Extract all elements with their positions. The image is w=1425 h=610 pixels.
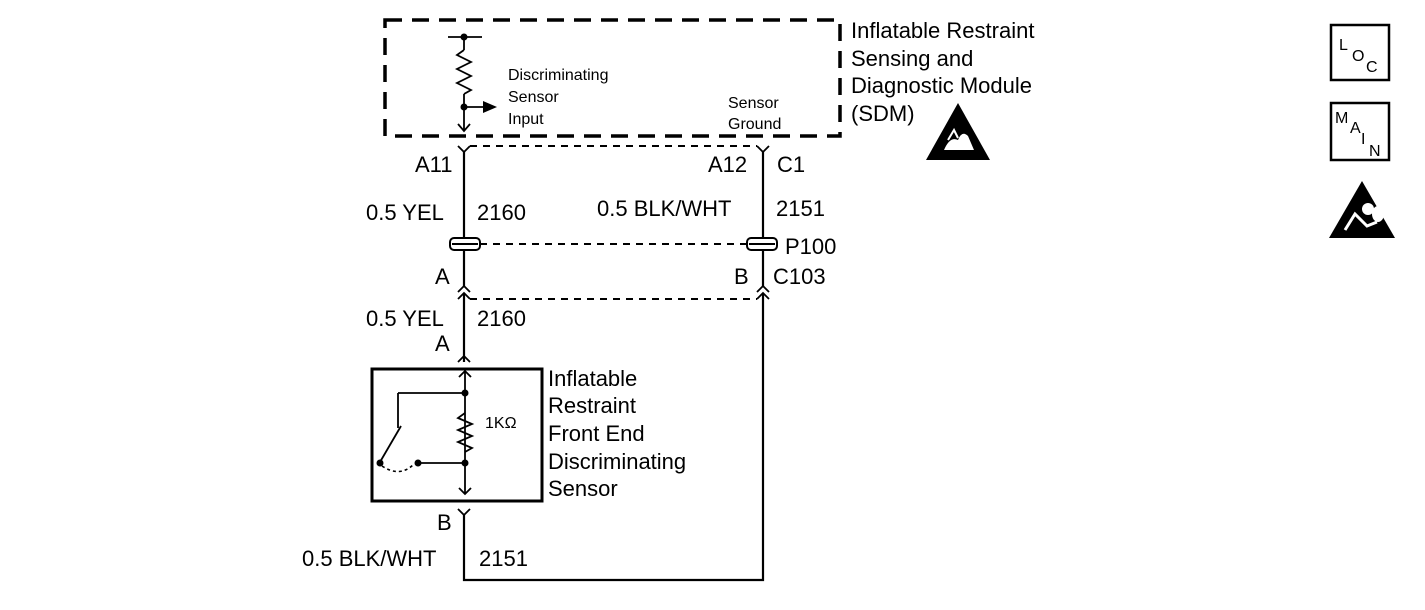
svg-text:I: I [1361,131,1365,148]
svg-text:A: A [1350,120,1361,137]
pin-a-upper-label: A [435,264,450,289]
pin-b-sensor-label: B [437,510,452,535]
pin-b-upper-label: B [734,264,749,289]
connector-c103 [457,284,770,300]
sensor-box [370,367,544,503]
sensor-label: Inflatable Restraint Front End Discrimin… [548,366,692,501]
wire-2151-lower [462,293,765,582]
svg-text:C: C [1366,59,1378,76]
main-icon: M A I N [1329,101,1391,162]
esd-warning-icon [926,103,990,160]
wire-bottom-color: 0.5 BLK/WHT [302,546,436,571]
wire-left-upper-circuit: 2160 [477,200,526,225]
sensor-ground-label: Sensor Ground [728,95,783,133]
wire-bottom-circuit: 2151 [479,546,528,571]
airbag-warning-icon [1329,181,1395,238]
sdm-label: Inflatable Restraint Sensing and Diagnos… [851,18,1041,126]
wire-right-upper-color: 0.5 BLK/WHT [597,196,731,221]
sensor-internal-circuit [376,369,475,496]
splice-p100 [449,237,778,251]
pin-a-sensor-label: A [435,331,450,356]
wire-left-lower-color: 0.5 YEL [366,306,444,331]
sensor-resistor [455,412,475,453]
svg-text:N: N [1369,143,1381,160]
connector-c1-label: C1 [777,152,805,177]
wire-left-lower-circuit: 2160 [477,306,526,331]
wire-left-upper-color: 0.5 YEL [366,200,444,225]
splice-p100-label: P100 [785,234,836,259]
svg-text:O: O [1352,48,1364,65]
svg-text:M: M [1335,110,1348,127]
loc-icon: L O C [1329,23,1391,82]
input-arrow-icon [483,101,497,113]
pin-a11-label: A11 [415,152,453,177]
wire-right-upper-circuit: 2151 [776,196,825,221]
sdm-internal-circuit [448,33,497,133]
sdm-resistor [454,49,474,95]
resistor-1k-label: 1KΩ [485,415,517,432]
connector-c103-label: C103 [773,264,826,289]
discriminating-sensor-input-label: Discriminating Sensor Input [508,67,613,128]
svg-text:L: L [1339,37,1348,54]
pin-a12-label: A12 [708,152,747,177]
sdm-module-box [383,18,842,138]
